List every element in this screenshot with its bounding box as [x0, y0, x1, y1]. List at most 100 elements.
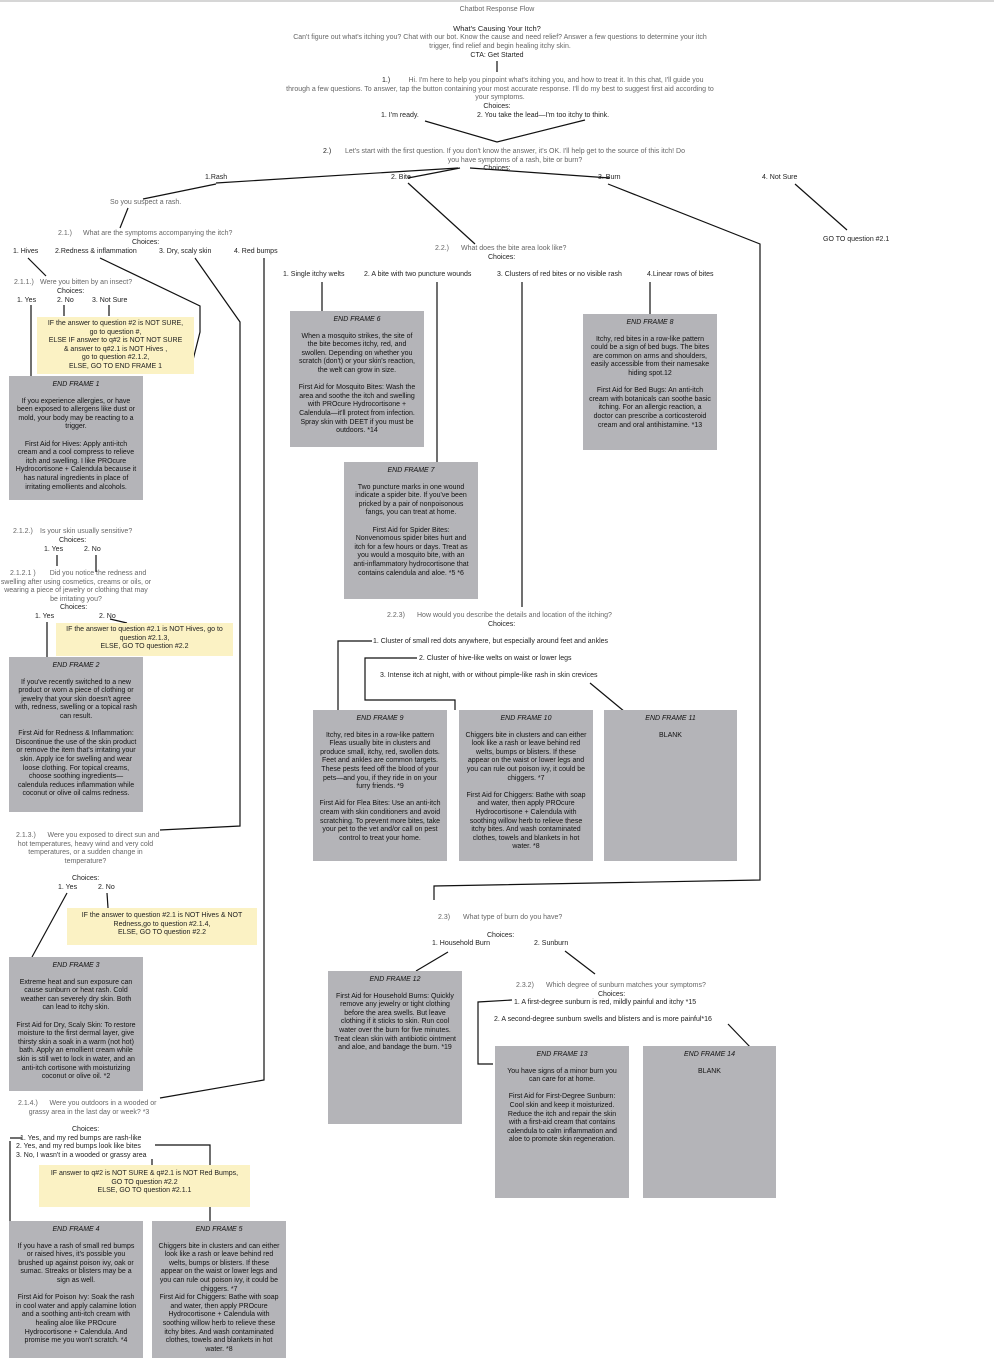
end-frame-4-body: If you have a rash of small red bumps or… [15, 1242, 137, 1345]
end-frame-12: END FRAME 12 First Aid for Household Bur… [328, 971, 462, 1124]
q23-number: 2.3) [438, 914, 451, 921]
q23-choice-sunburn[interactable]: 2. Sunburn [534, 940, 569, 947]
q232-choice-second-degree[interactable]: 2. A second-degree sunburn swells and bl… [494, 1016, 712, 1023]
end-frame-10: END FRAME 10 Chiggers bite in clusters a… [459, 710, 593, 861]
q211-number: 2.1.1.) [14, 279, 34, 286]
cta-label: CTA: Get Started [470, 52, 524, 59]
q2121-number: 2.1.2.1 ) [10, 570, 36, 577]
q211-choice-no[interactable]: 2. No [57, 297, 74, 304]
end-frame-10-body: Chiggers bite in clusters and can either… [465, 731, 587, 851]
end-frame-6: END FRAME 6 When a mosquito strikes, the… [290, 311, 424, 447]
q2121-text: Did you notice the redness and swelling … [0, 570, 152, 603]
page-title: Chatbot Response Flow [459, 6, 535, 13]
end-frame-4-title: END FRAME 4 [52, 1226, 100, 1233]
end-frame-11-body: BLANK [659, 731, 682, 739]
q2121-choice-yes[interactable]: 1. Yes [35, 613, 55, 620]
q211-choices-label: Choices: [57, 288, 85, 295]
q213-number: 2.1.3.) [16, 832, 36, 839]
q232-choices-label: Choices: [598, 991, 626, 998]
top-border [0, 0, 994, 2]
q23-text: What type of burn do you have? [463, 914, 563, 921]
end-frame-2-title: END FRAME 2 [52, 662, 100, 669]
flow-intro: Can't figure out what's itching you? Cha… [293, 34, 707, 50]
q22-number: 2.2.) [435, 245, 450, 252]
q21-choice-red-bumps[interactable]: 4. Red bumps [234, 248, 278, 255]
q232-choice-first-degree[interactable]: 1. A first-degree sunburn is red, mildly… [514, 999, 697, 1006]
end-frame-9: END FRAME 9 Itchy, red bites in a row-li… [313, 710, 447, 861]
q2-option-rash[interactable]: 1.Rash [205, 174, 228, 181]
end-frame-7-body: Two puncture marks in one wound indicate… [353, 483, 469, 577]
end-frame-3: END FRAME 3 Extreme heat and sun exposur… [9, 957, 143, 1091]
end-frame-8-body: Itchy, red bites in a row-like pattern c… [589, 335, 711, 429]
q1-text: Hi. I'm here to help you pinpoint what's… [286, 77, 714, 101]
end-frame-10-title: END FRAME 10 [500, 715, 552, 722]
end-frame-14-title: END FRAME 14 [684, 1051, 735, 1058]
q23-choice-household[interactable]: 1. Household Burn [432, 940, 490, 947]
end-frame-1-body: If you experience allergies, or have bee… [15, 397, 137, 491]
end-frame-11: END FRAME 11 BLANK [604, 710, 737, 861]
end-frame-9-body: Itchy, red bites in a row-like pattern F… [319, 731, 441, 842]
end-frame-8-title: END FRAME 8 [626, 319, 674, 326]
flow-heading: What's Causing Your Itch? [453, 24, 541, 33]
q21-choices-label: Choices: [132, 239, 160, 246]
end-frame-5: END FRAME 5 Chiggers bite in clusters an… [152, 1221, 286, 1358]
end-frame-7: END FRAME 7 Two puncture marks in one wo… [344, 462, 478, 599]
q223-choice-2[interactable]: 2. Cluster of hive-like welts on waist o… [419, 655, 572, 662]
q21-number: 2.1.) [58, 230, 73, 237]
q21-choice-redness[interactable]: 2.Redness & inflammation [55, 248, 137, 255]
end-frame-4: END FRAME 4 If you have a rash of small … [9, 1221, 143, 1358]
end-frame-1: END FRAME 1 If you experience allergies,… [9, 376, 143, 500]
q1-choice-take-lead[interactable]: 2. You take the lead—I'm too itchy to th… [477, 112, 610, 119]
q214-choice-3[interactable]: 3. No, I wasn't in a wooded or grassy ar… [16, 1152, 147, 1159]
end-frame-3-body: Extreme heat and sun exposure can cause … [16, 978, 136, 1081]
q22-choice-two-punctures[interactable]: 2. A bite with two puncture wounds [364, 271, 472, 278]
q22-choice-linear-rows[interactable]: 4.Linear rows of bites [647, 271, 714, 278]
q22-choice-clusters[interactable]: 3. Clusters of red bites or no visible r… [497, 271, 622, 278]
end-frame-5-body: Chiggers bite in clusters and can either… [158, 1242, 280, 1353]
logic-note-4: IF answer to q#2 is NOT SURE & q#2.1 is … [39, 1165, 250, 1207]
q223-choices-label: Choices: [488, 621, 516, 628]
q2-text: Let's start with the first question. If … [345, 148, 685, 164]
q232-number: 2.3.2) [516, 982, 534, 989]
q213-choice-yes[interactable]: 1. Yes [58, 884, 78, 891]
end-frame-14-body: BLANK [698, 1067, 721, 1075]
end-frame-11-title: END FRAME 11 [645, 715, 696, 722]
q214-choices-label: Choices: [72, 1126, 100, 1133]
q212-choice-no[interactable]: 2. No [84, 546, 101, 553]
end-frame-12-body: First Aid for Household Burns: Quickly r… [334, 992, 456, 1052]
q213-choices-label: Choices: [72, 875, 100, 882]
q223-choice-1[interactable]: 1. Cluster of small red dots anywhere, b… [373, 638, 609, 645]
q214-choice-1[interactable]: 1. Yes, and my red bumps are rash-like [20, 1135, 142, 1142]
end-frame-5-title: END FRAME 5 [195, 1226, 243, 1233]
q2121-choice-no[interactable]: 2. No [99, 613, 116, 620]
q223-text: How would you describe the details and l… [417, 612, 612, 619]
q232-text: Which degree of sunburn matches your sym… [546, 982, 706, 989]
end-frame-1-title: END FRAME 1 [52, 381, 100, 388]
q21-text: What are the symptoms accompanying the i… [83, 230, 233, 237]
q22-choice-single-welts[interactable]: 1. Single itchy welts [283, 271, 345, 278]
q223-choice-3[interactable]: 3. Intense itch at night, with or withou… [380, 672, 598, 679]
q214-choice-2[interactable]: 2. Yes, and my red bumps look like bites [16, 1143, 141, 1150]
q2-number: 2.) [323, 148, 332, 155]
end-frame-8: END FRAME 8 Itchy, red bites in a row-li… [583, 314, 717, 450]
q22-choices-label: Choices: [488, 254, 516, 261]
q212-text: Is your skin usually sensitive? [40, 528, 133, 535]
end-frame-12-title: END FRAME 12 [369, 976, 421, 983]
q2-option-burn[interactable]: 3. Burn [598, 174, 621, 181]
q212-number: 2.1.2.) [13, 528, 33, 535]
end-frame-2: END FRAME 2 If you've recently switched … [9, 657, 143, 812]
q211-choice-not-sure[interactable]: 3. Not Sure [92, 297, 128, 304]
q2-option-bite[interactable]: 2. Bite [391, 174, 411, 181]
end-frame-13: END FRAME 13 You have signs of a minor b… [495, 1046, 629, 1198]
q21-choice-hives[interactable]: 1. Hives [13, 248, 39, 255]
q212-choice-yes[interactable]: 1. Yes [44, 546, 64, 553]
logic-note-2: IF the answer to question #2.1 is NOT Hi… [56, 623, 233, 656]
end-frame-2-body: If you've recently switched to a new pro… [15, 678, 137, 798]
q21-choice-dry-skin[interactable]: 3. Dry, scaly skin [159, 248, 212, 255]
q2-option-not-sure[interactable]: 4. Not Sure [762, 174, 798, 181]
end-frame-6-title: END FRAME 6 [333, 316, 381, 323]
q213-choice-no[interactable]: 2. No [98, 884, 115, 891]
q1-choice-ready[interactable]: 1. I'm ready. [381, 112, 419, 119]
q211-choice-yes[interactable]: 1. Yes [17, 297, 37, 304]
